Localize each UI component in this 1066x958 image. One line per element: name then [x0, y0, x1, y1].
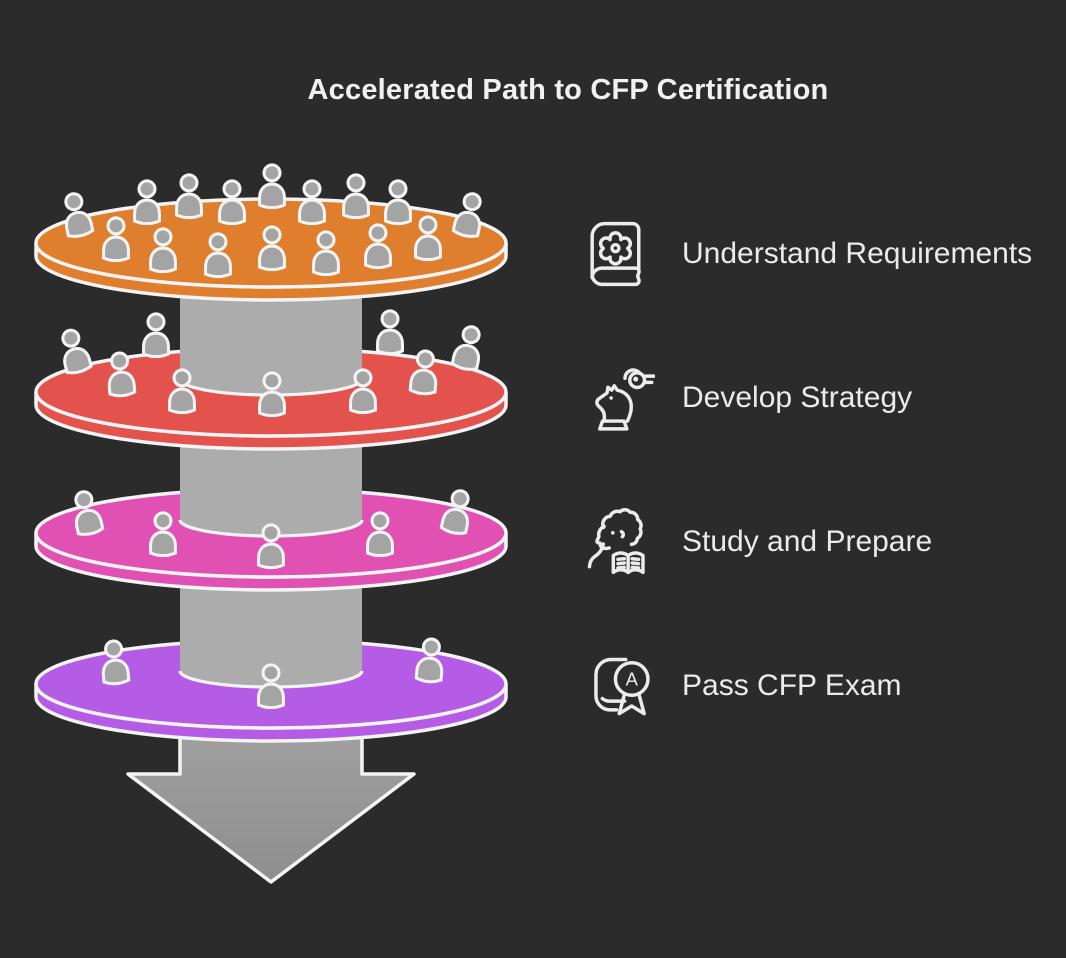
chess-knight-icon [576, 355, 656, 441]
step-label: Study and Prepare [682, 525, 933, 558]
person-icon [257, 663, 285, 710]
badge-letter: A [626, 668, 639, 689]
person-icon [376, 309, 404, 356]
person-icon [364, 223, 392, 270]
reading-person-icon [576, 499, 656, 585]
award-book-icon: A [576, 643, 656, 729]
person-icon [414, 215, 442, 262]
step-label: Understand Requirements [682, 237, 1033, 270]
person-icon [168, 368, 196, 415]
funnel-layer-1 [34, 163, 508, 302]
person-icon [366, 511, 394, 558]
page-title: Accelerated Path to CFP Certification [307, 74, 829, 106]
step-label: Pass CFP Exam [682, 669, 902, 702]
step-row-study-and-prepare: Study and Prepare [576, 497, 1056, 587]
person-icon [175, 173, 203, 220]
person-icon [450, 322, 487, 373]
person-icon [384, 179, 412, 226]
person-icon [298, 179, 326, 226]
step-label: Develop Strategy [682, 381, 913, 414]
person-icon [258, 163, 286, 210]
person-icon [349, 368, 377, 415]
person-icon [258, 225, 286, 272]
step-row-understand-requirements: Understand Requirements [576, 209, 1056, 299]
person-icon [142, 312, 170, 359]
step-row-pass-cfp-exam: A Pass CFP Exam [576, 641, 1056, 731]
person-icon [149, 227, 177, 274]
person-icon [102, 216, 130, 263]
funnel-figure [34, 163, 508, 884]
person-icon [342, 173, 370, 220]
person-icon [133, 179, 161, 226]
book-gear-icon [576, 211, 656, 297]
person-icon [218, 179, 246, 226]
person-icon [312, 230, 340, 277]
person-icon [204, 232, 232, 279]
step-row-develop-strategy: Develop Strategy [576, 353, 1056, 443]
person-icon [55, 325, 94, 377]
person-icon [258, 371, 286, 418]
person-icon [257, 523, 285, 570]
person-icon [149, 511, 177, 558]
